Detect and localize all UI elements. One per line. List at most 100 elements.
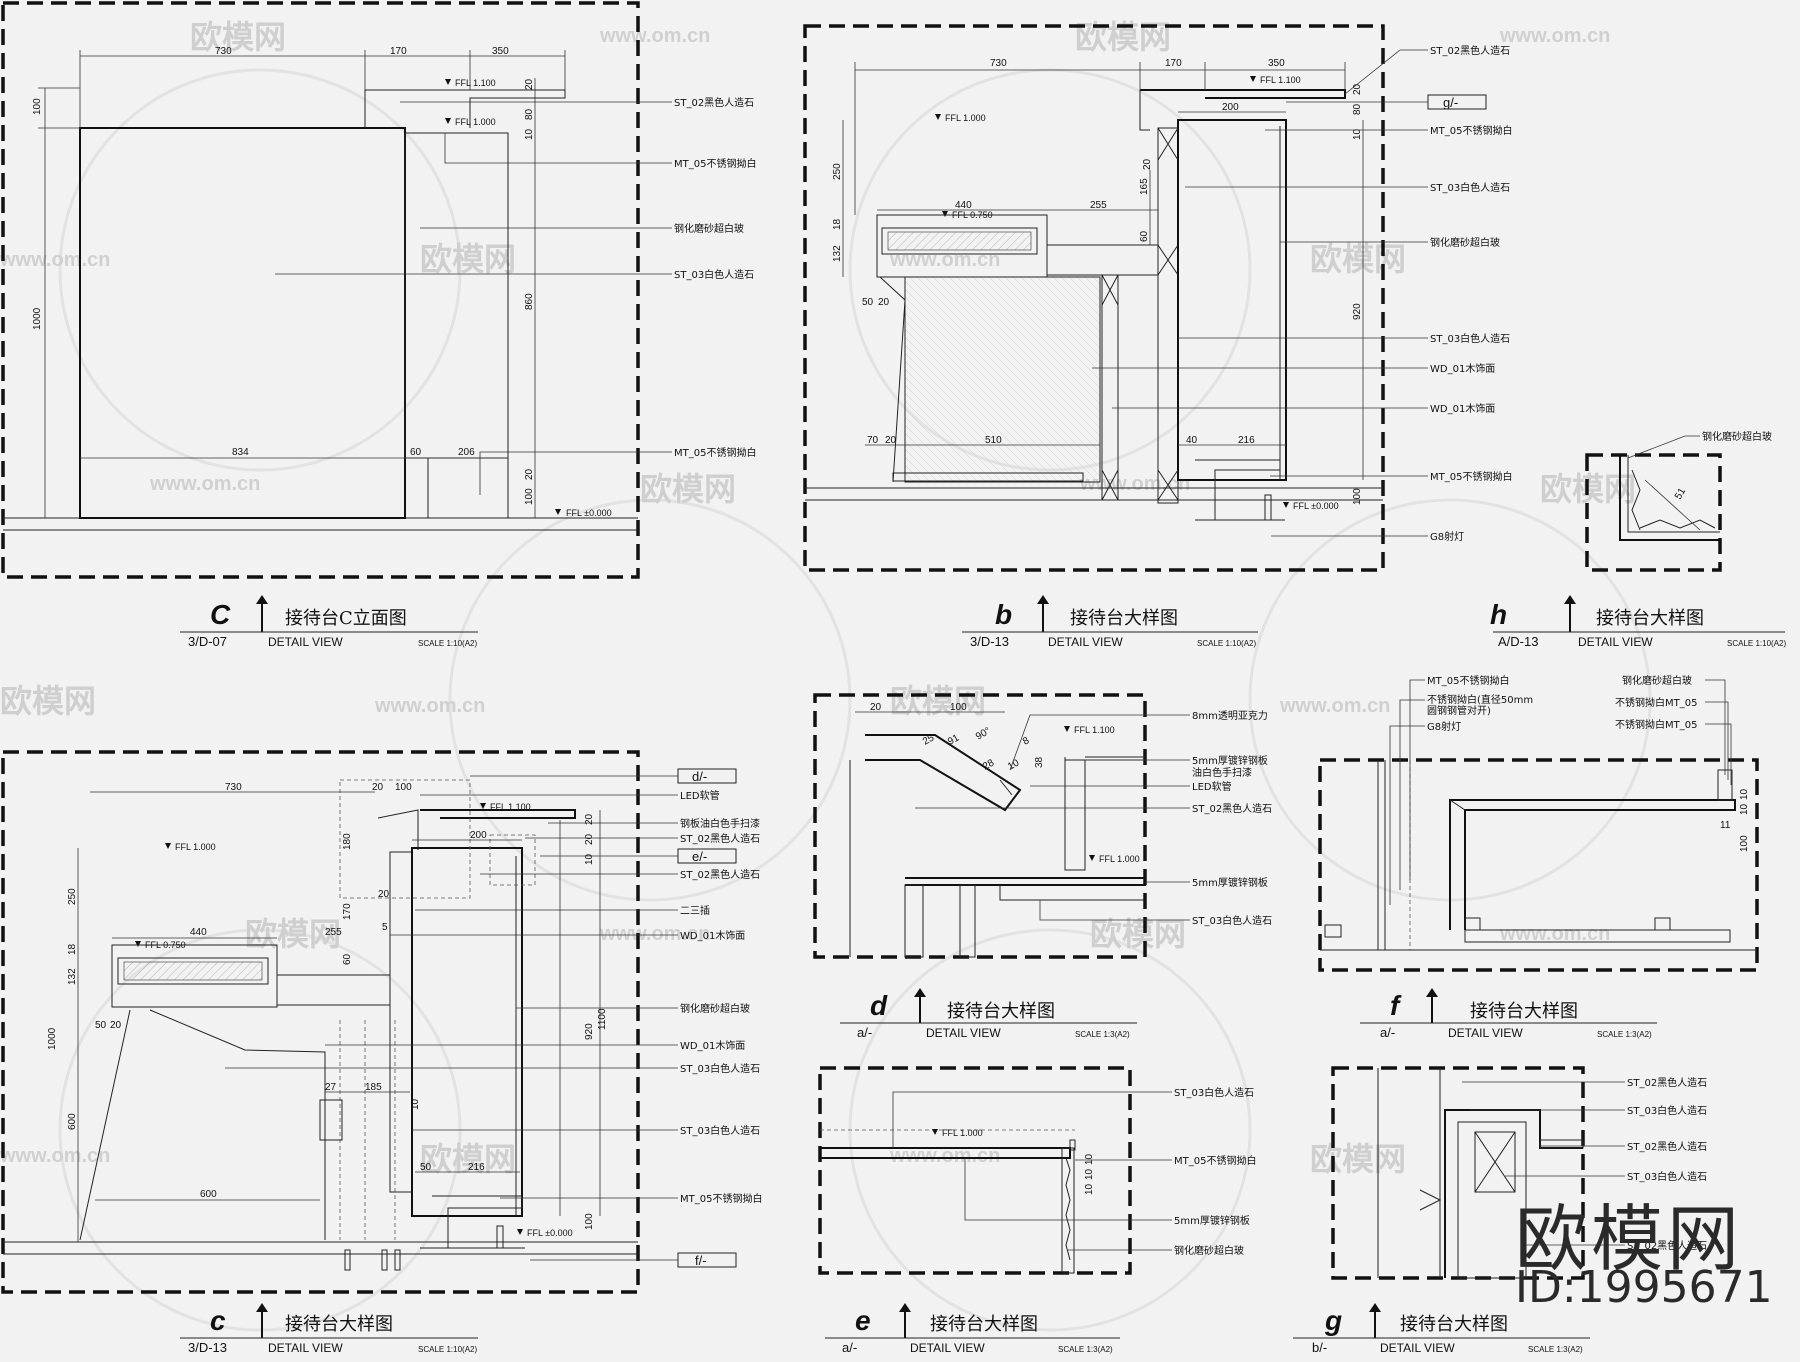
- ffl-mark: FFL 1.000: [175, 842, 216, 852]
- view-frame: [803, 24, 1385, 572]
- label-st02: ST_02黑色人造石: [680, 868, 760, 881]
- dim-600: 600: [67, 1113, 78, 1130]
- watermark-url: www.om.cn: [1499, 923, 1610, 945]
- dim-730: 730: [215, 46, 232, 57]
- dim-20: 20: [1352, 83, 1363, 95]
- view-scale: SCALE 1:3(A2): [1075, 1030, 1130, 1039]
- dim-20: 20: [378, 889, 390, 900]
- dim-50: 50: [420, 1162, 432, 1173]
- label-led: LED软管: [1192, 780, 1232, 793]
- dim-170: 170: [1165, 58, 1182, 69]
- label-wd01: WD_01木饰面: [680, 1039, 745, 1052]
- ffl-mark: FFL 1.000: [455, 117, 496, 127]
- watermark-url: www.om.cn: [889, 1145, 1000, 1167]
- dim-920: 920: [1352, 303, 1363, 320]
- view-letter: e: [855, 1305, 871, 1336]
- label-glass: 钢化磨砂超白玻: [1430, 236, 1500, 249]
- dim-206: 206: [458, 447, 475, 458]
- label-glass: 钢化磨砂超白玻: [674, 222, 744, 235]
- view-label: DETAIL VIEW: [910, 1341, 985, 1355]
- dim-860: 860: [524, 293, 535, 310]
- ffl-mark: FFL 1.000: [942, 1128, 983, 1138]
- view-letter: c: [210, 1305, 226, 1336]
- label-st03: ST_03白色人造石: [1430, 332, 1510, 345]
- dim-250: 250: [832, 163, 843, 180]
- ffl-mark: FFL 1.100: [490, 802, 531, 812]
- label-paint: 油白色手扫漆: [1192, 766, 1252, 779]
- dim-10: 10: [1352, 128, 1363, 140]
- view-frame: [1585, 453, 1722, 572]
- view-d-detail: 20 100 25 91 90° 28 10 8 38 FFL 1.100 FF…: [813, 693, 1272, 959]
- dim-50: 50: [95, 1020, 107, 1031]
- label-st02: ST_02黑色人造石: [1627, 1076, 1707, 1089]
- view-label: DETAIL VIEW: [1578, 635, 1653, 649]
- watermark-brand: 欧模网: [1310, 1140, 1406, 1178]
- dim-20: 20: [885, 435, 897, 446]
- view-frame: [1318, 758, 1759, 972]
- dim-10: 10: [1084, 1153, 1095, 1165]
- watermark-brand: 欧模网: [890, 682, 986, 720]
- view-f-detail: 10 10 100 11 MT_05不锈钢拗白 不锈钢拗白(直径50mm 圆钢钢…: [1318, 674, 1759, 972]
- view-h-detail: 51 钢化磨砂超白玻: [1585, 430, 1772, 572]
- dim-80: 80: [1352, 103, 1363, 115]
- dim-100: 100: [950, 702, 967, 713]
- dim-180: 180: [342, 833, 353, 850]
- watermark-url: www.om.cn: [0, 1145, 110, 1167]
- ffl-mark: FFL 1.000: [945, 113, 986, 123]
- view-title: 接待台大样图: [930, 1314, 1038, 1335]
- dim-20: 20: [110, 1020, 122, 1031]
- view-label: DETAIL VIEW: [1448, 1026, 1523, 1040]
- dim-730: 730: [225, 782, 242, 793]
- dim-50: 50: [862, 297, 874, 308]
- label-steelpaint: 钢板油白色手扫漆: [680, 817, 760, 830]
- view-label: DETAIL VIEW: [268, 635, 343, 649]
- watermark-brand: 欧模网: [1090, 915, 1186, 953]
- dim-51: 51: [1673, 486, 1688, 502]
- view-label: DETAIL VIEW: [268, 1341, 343, 1355]
- view-scale: SCALE 1:10(A2): [418, 1345, 477, 1354]
- dim-10: 10: [1006, 757, 1022, 772]
- ffl-mark: FFL 1.100: [455, 78, 496, 88]
- label-st02: ST_02黑色人造石: [674, 96, 754, 109]
- view-ref: A/D-13: [1498, 634, 1538, 649]
- label-mt05: MT_05不锈钢拗白: [674, 157, 756, 170]
- view-scale: SCALE 1:10(A2): [418, 639, 477, 648]
- dim-38: 38: [1034, 756, 1045, 768]
- watermark-url: www.om.cn: [0, 249, 110, 271]
- view-scale: SCALE 1:3(A2): [1597, 1030, 1652, 1039]
- ffl-mark: FFL 1.100: [1074, 725, 1115, 735]
- view-ref: a/-: [842, 1340, 857, 1355]
- dim-18: 18: [67, 943, 78, 955]
- tag-f: f/-: [695, 1253, 707, 1268]
- title-block-f: f 接待台大样图 a/- DETAIL VIEW SCALE 1:3(A2): [1360, 988, 1657, 1040]
- tag-d: d/-: [692, 769, 707, 784]
- label-plate5: 5mm厚镀锌钢板: [1192, 754, 1268, 767]
- view-b-section: 730 170 350 200 250 18 132 440 255 165 6…: [803, 24, 1512, 572]
- watermark-url: www.om.cn: [599, 923, 710, 945]
- label-st02: ST_02黑色人造石: [1192, 802, 1272, 815]
- label-st02: ST_02黑色人造石: [680, 832, 760, 845]
- dim-8: 8: [1021, 735, 1032, 748]
- view-frame: [1, 1, 640, 579]
- dim-170: 170: [390, 46, 407, 57]
- dim-165: 165: [1139, 178, 1150, 195]
- counter-body: [79, 127, 406, 519]
- dim-185: 185: [365, 1082, 382, 1093]
- view-g-detail: ST_02黑色人造石 ST_03白色人造石 ST_02黑色人造石 ST_03白色…: [1331, 1066, 1707, 1280]
- dim-90: 90°: [974, 726, 993, 743]
- dim-200: 200: [470, 830, 487, 841]
- label-st02: ST_02黑色人造石: [1430, 44, 1510, 57]
- dim-216: 216: [468, 1162, 485, 1173]
- dim-510: 510: [985, 435, 1002, 446]
- ffl-mark: FFL ±0.000: [566, 508, 612, 518]
- dim-170: 170: [342, 903, 353, 920]
- dim-10: 10: [1084, 1168, 1095, 1180]
- view-C-elevation: 730 170 350 100 1000 20 80 10 860 20 100…: [1, 1, 756, 579]
- view-title: 接待台大样图: [1470, 1001, 1578, 1022]
- label-mt05: MT_05不锈钢拗白: [1430, 470, 1512, 483]
- view-letter: b: [995, 599, 1012, 630]
- dim-20: 20: [372, 782, 384, 793]
- label-st03: ST_03白色人造石: [1430, 181, 1510, 194]
- label-st03: ST_03白色人造石: [1627, 1170, 1707, 1183]
